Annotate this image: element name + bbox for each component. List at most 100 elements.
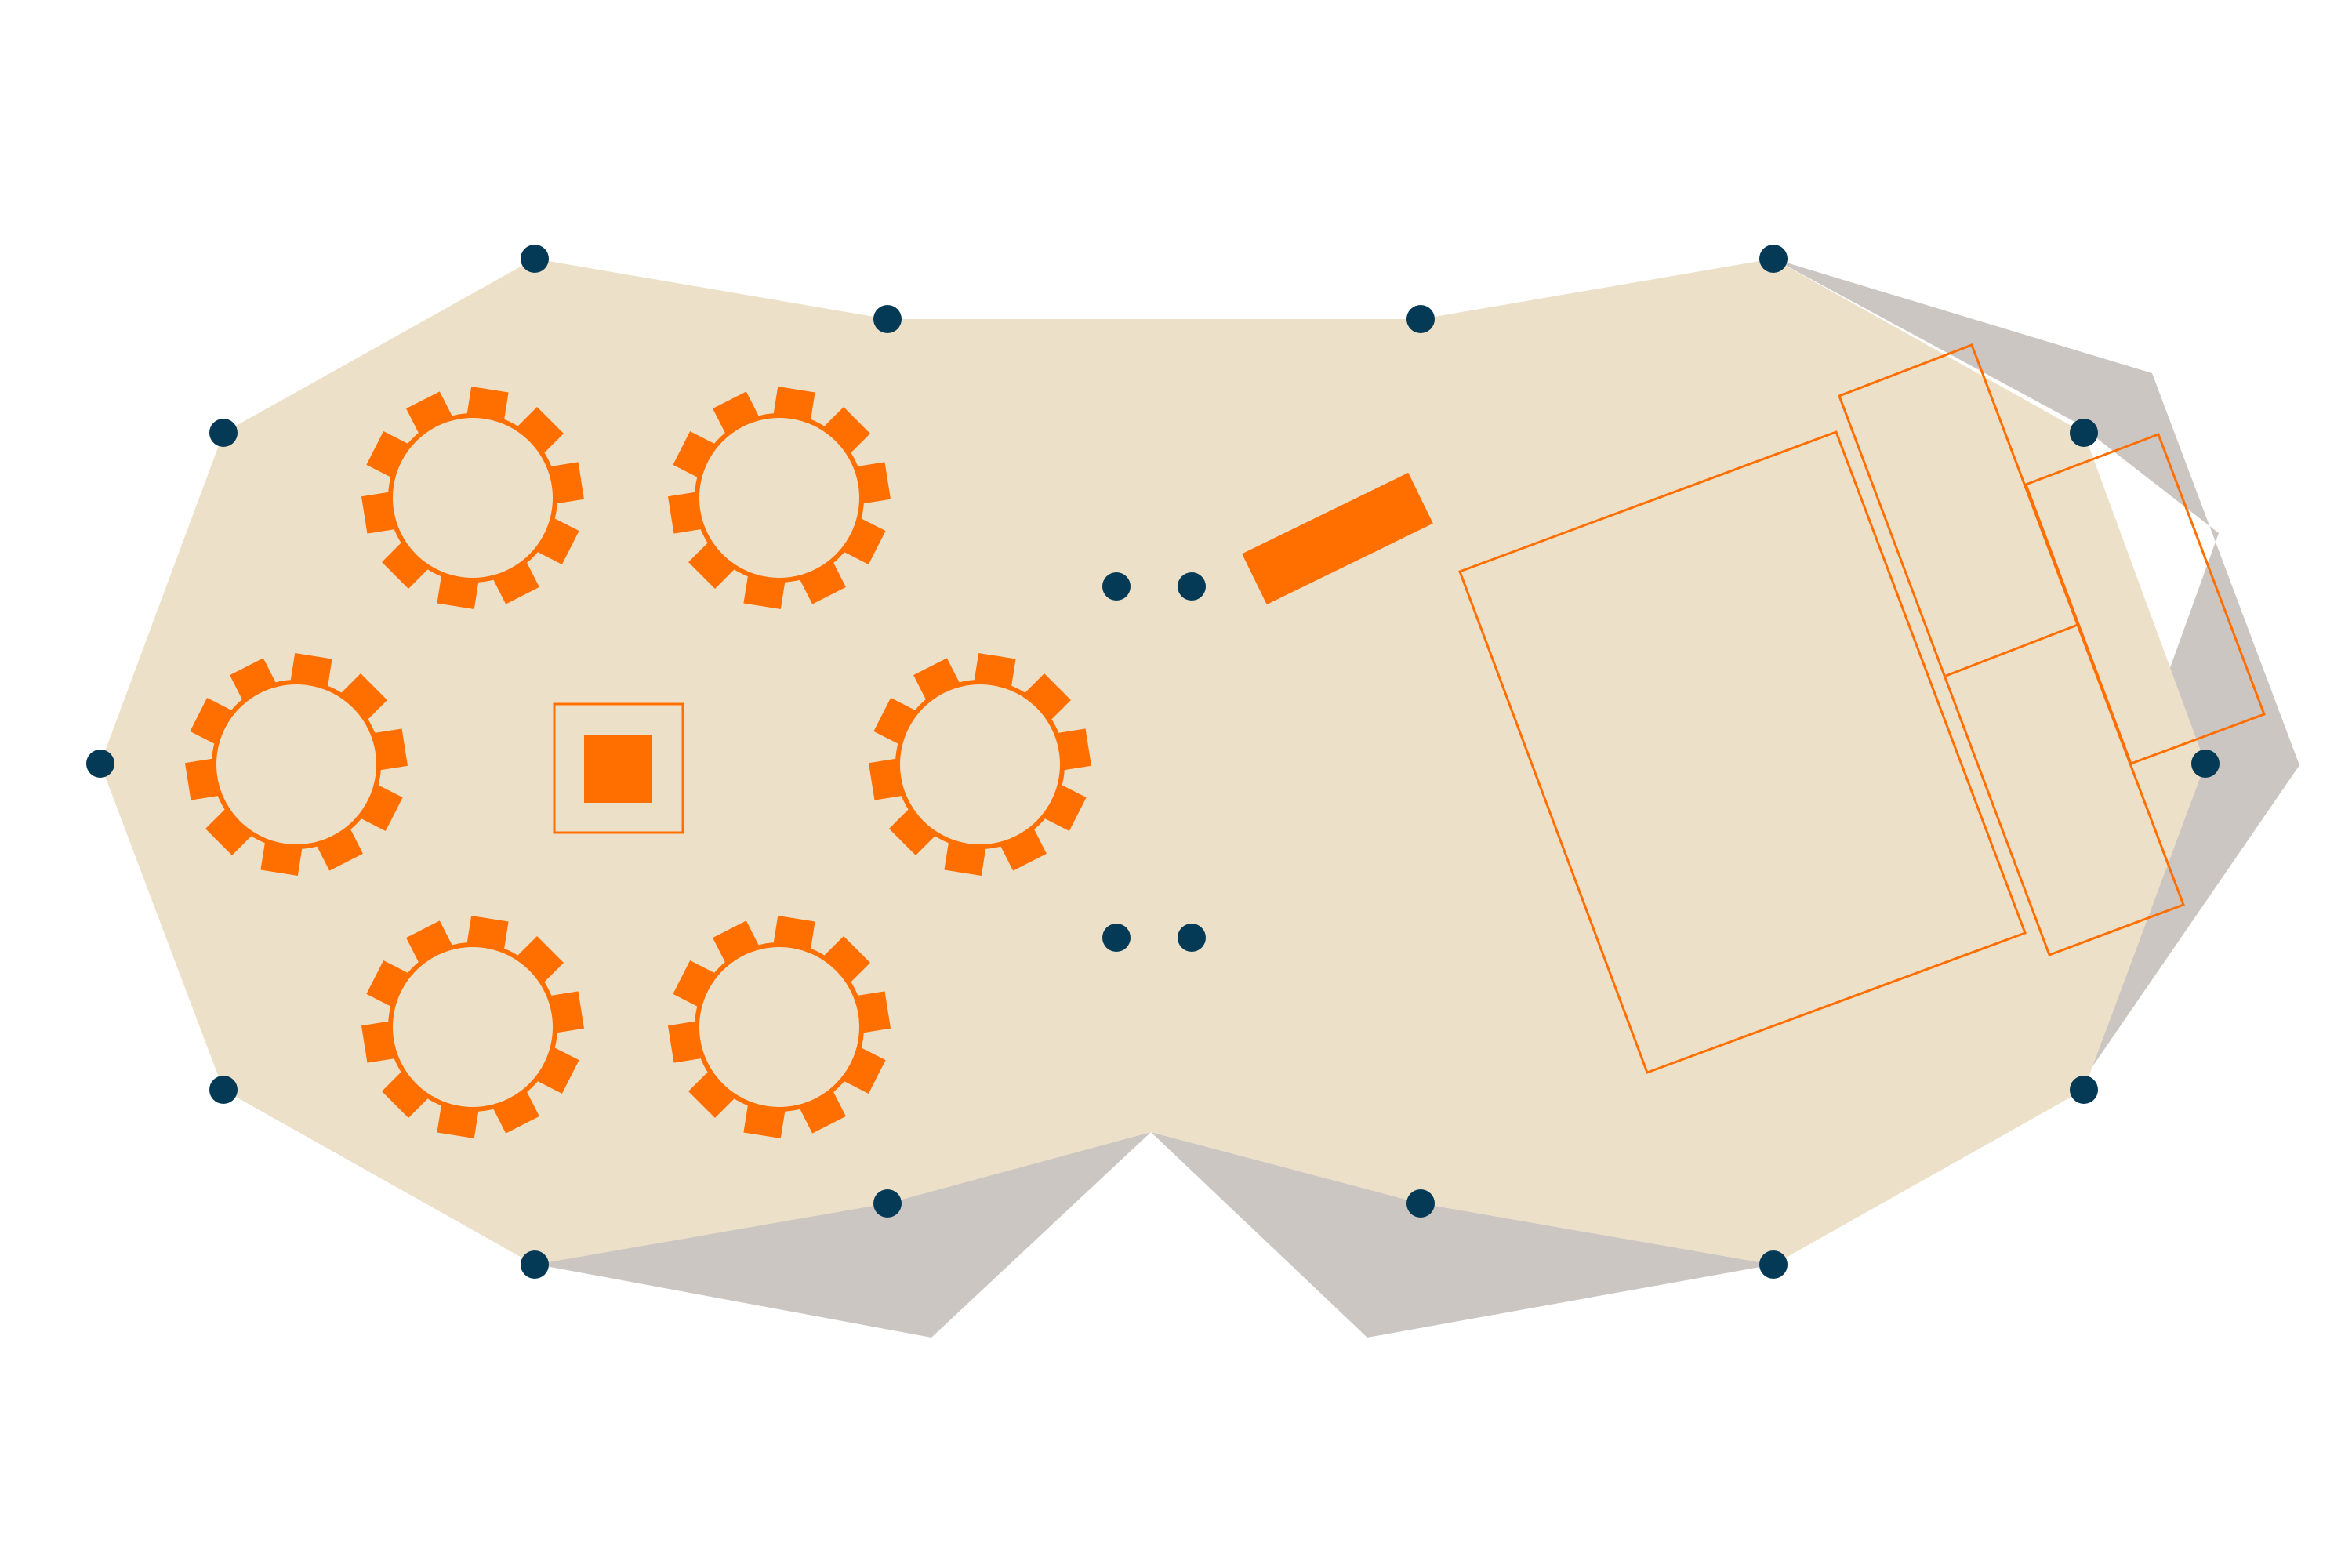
- chair-icon: [492, 1091, 539, 1134]
- chair-icon: [773, 386, 815, 421]
- chair-icon: [688, 542, 735, 589]
- pole-icon: [873, 1189, 902, 1218]
- chair-icon: [205, 808, 252, 855]
- chair-icon: [466, 386, 509, 421]
- chair-icon: [360, 784, 403, 831]
- chair-icon: [184, 758, 220, 800]
- round-table-icon: [184, 652, 408, 877]
- table-top: [699, 947, 859, 1107]
- chair-icon: [843, 1047, 886, 1094]
- pole-icon: [1102, 572, 1131, 601]
- chair-icon: [190, 698, 233, 745]
- chair-icon: [667, 1021, 702, 1063]
- chair-icon: [823, 936, 870, 983]
- chair-icon: [361, 1021, 396, 1063]
- chair-icon: [673, 960, 716, 1007]
- pole-icon: [1759, 1250, 1788, 1279]
- chair-icon: [773, 915, 815, 950]
- chair-icon: [536, 517, 579, 564]
- chair-icon: [536, 1047, 579, 1094]
- chair-icon: [406, 391, 453, 434]
- stage-divider: [1945, 623, 2078, 677]
- chair-icon: [873, 698, 916, 745]
- chair-icon: [843, 517, 886, 564]
- pole-icon: [2070, 419, 2098, 447]
- stage-icon: [1838, 343, 2266, 956]
- chair-icon: [743, 1104, 786, 1139]
- chair-icon: [1000, 828, 1047, 871]
- chair-icon: [799, 1091, 846, 1134]
- pole-icon: [209, 1076, 238, 1104]
- pole-icon: [1406, 1189, 1435, 1218]
- chair-icon: [688, 1071, 735, 1118]
- bar-top: [584, 735, 652, 803]
- bar-outline: [553, 702, 684, 834]
- chair-icon: [361, 492, 396, 534]
- chair-icon: [823, 407, 870, 454]
- shadow-bottom-right: [1151, 1132, 1773, 1338]
- pole-icon: [86, 750, 114, 778]
- pole-icon: [1759, 245, 1788, 273]
- chair-icon: [944, 841, 986, 877]
- chair-icon: [373, 728, 408, 771]
- pole-icon: [1102, 924, 1131, 952]
- round-table-icon: [361, 915, 585, 1139]
- dance-floor-icon: [1458, 430, 2027, 1074]
- chair-icon: [889, 808, 936, 855]
- round-table-icon: [868, 652, 1092, 877]
- chair-icon: [437, 575, 479, 610]
- chair-icon: [799, 561, 846, 604]
- round-tables: [184, 386, 1092, 1139]
- pole-icon: [2191, 750, 2220, 778]
- chair-icon: [466, 915, 509, 950]
- pole-icon: [1178, 572, 1206, 601]
- chair-icon: [230, 658, 277, 701]
- chair-icon: [260, 841, 303, 877]
- chair-icon: [406, 920, 453, 964]
- chair-icon: [913, 658, 960, 701]
- chair-icon: [492, 561, 539, 604]
- chair-icon: [673, 431, 716, 478]
- chair-icon: [517, 936, 564, 983]
- chair-icon: [340, 673, 387, 720]
- stage-wing: [2024, 433, 2266, 765]
- pole-icon: [521, 1250, 549, 1279]
- chair-icon: [713, 391, 760, 434]
- chair-icon: [366, 431, 409, 478]
- chair-icon: [856, 462, 891, 504]
- tent-floor: [100, 259, 2205, 1265]
- round-table-icon: [361, 386, 585, 610]
- chair-icon: [868, 758, 903, 800]
- round-table-icon: [667, 915, 891, 1139]
- chair-icon: [743, 575, 786, 610]
- table-top: [393, 947, 553, 1107]
- chair-icon: [550, 462, 585, 504]
- pole-icon: [1178, 924, 1206, 952]
- chair-icon: [1044, 784, 1087, 831]
- chair-icon: [550, 991, 585, 1033]
- chair-icon: [1024, 673, 1071, 720]
- table-top: [900, 684, 1060, 844]
- chair-icon: [974, 652, 1016, 688]
- chair-icon: [517, 407, 564, 454]
- table-top: [393, 418, 553, 578]
- bar-icon: [553, 702, 684, 834]
- buffet-table: [1242, 472, 1433, 605]
- chair-icon: [667, 492, 702, 534]
- pole-icon: [873, 305, 902, 333]
- pole-icon: [2070, 1076, 2098, 1104]
- table-top: [699, 418, 859, 578]
- chair-icon: [382, 542, 429, 589]
- stage-outline: [1838, 343, 2185, 956]
- tent-poles: [86, 245, 2220, 1279]
- chair-icon: [1057, 728, 1092, 771]
- pole-icon: [1406, 305, 1435, 333]
- table-top: [216, 684, 376, 844]
- chair-icon: [437, 1104, 479, 1139]
- chair-icon: [713, 920, 760, 964]
- chair-icon: [382, 1071, 429, 1118]
- pole-icon: [521, 245, 549, 273]
- chair-icon: [366, 960, 409, 1007]
- pole-icon: [209, 419, 238, 447]
